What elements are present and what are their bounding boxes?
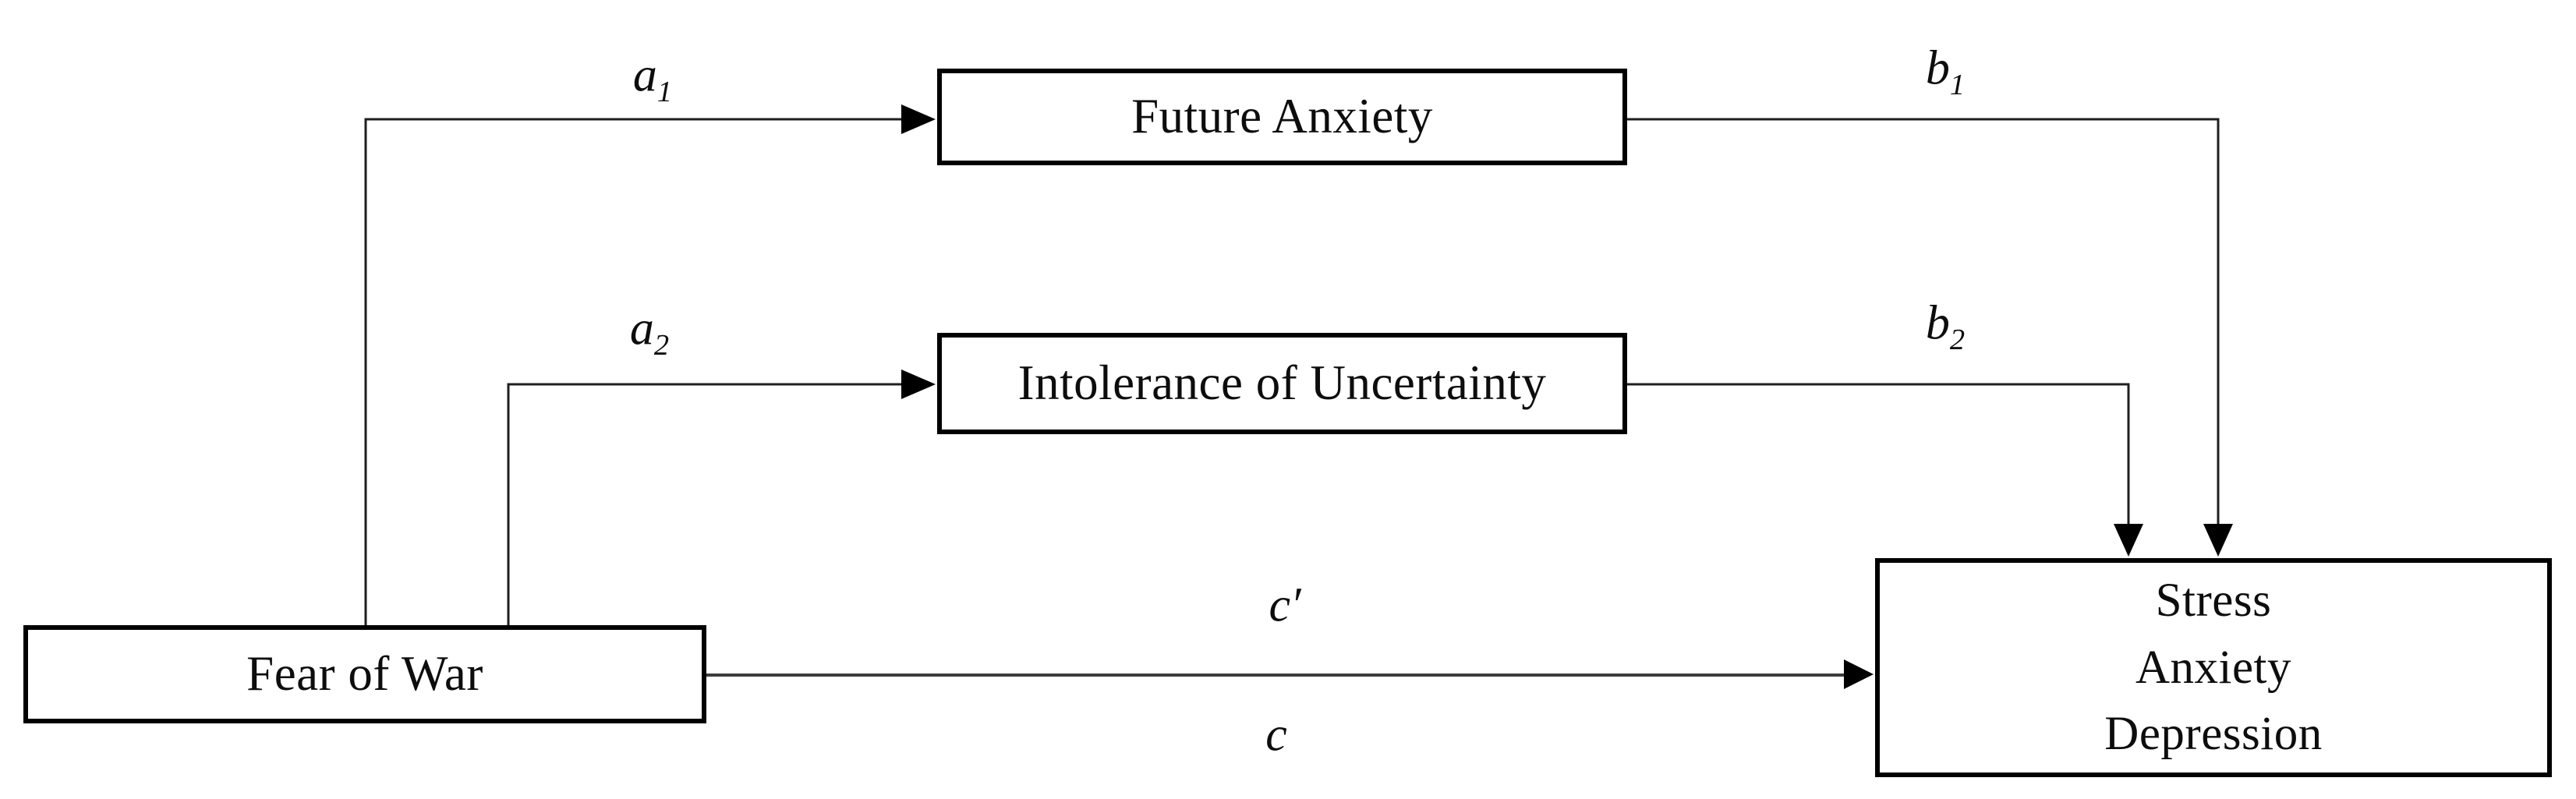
path-b2-arrowhead	[2114, 524, 2143, 557]
path-label-b1: b1	[1925, 41, 1965, 101]
path-label-a2-subscript: 2	[653, 328, 670, 362]
future-anxiety-box: Future Anxiety	[937, 69, 1627, 165]
path-label-c-prime-base: c	[1269, 578, 1290, 632]
path-label-a2-base: a	[629, 302, 654, 355]
path-label-c-base: c	[1265, 708, 1287, 762]
path-label-b1-base: b	[1925, 41, 1950, 95]
path-b1-line	[1627, 118, 2220, 527]
outcome-label-stress: Stress	[2155, 575, 2272, 628]
path-b1-arrowhead	[2203, 524, 2233, 557]
path-label-a1-subscript: 1	[656, 75, 673, 108]
intolerance-of-uncertainty-label: Intolerance of Uncertainty	[1017, 355, 1547, 411]
path-label-c-prime-mark: ′	[1290, 578, 1301, 632]
fear-of-war-box: Fear of War	[23, 625, 706, 723]
path-a2-arrowhead	[901, 369, 936, 399]
path-a1-line	[364, 118, 903, 625]
intolerance-of-uncertainty-box: Intolerance of Uncertainty	[937, 333, 1627, 434]
outcome-label-depression: Depression	[2104, 708, 2323, 761]
path-label-a2: a2	[629, 302, 669, 361]
path-label-a1: a1	[632, 48, 672, 108]
path-a2-line	[507, 383, 903, 625]
path-label-b2: b2	[1925, 296, 1965, 355]
path-c-arrowhead	[1844, 659, 1874, 689]
path-a1-arrowhead	[901, 104, 936, 134]
path-label-c-prime: c′	[1269, 578, 1300, 634]
path-label-b2-base: b	[1925, 296, 1950, 350]
stress-anxiety-depression-box: Stress Anxiety Depression	[1875, 558, 2552, 777]
path-b2-line	[1627, 383, 2130, 527]
future-anxiety-label: Future Anxiety	[1131, 89, 1433, 144]
path-label-b2-subscript: 2	[1949, 323, 1966, 356]
fear-of-war-label: Fear of War	[246, 646, 483, 702]
path-label-a1-base: a	[632, 48, 657, 102]
path-label-c: c	[1265, 708, 1287, 763]
path-label-b1-subscript: 1	[1949, 68, 1966, 101]
outcome-label-anxiety: Anxiety	[2135, 641, 2292, 694]
